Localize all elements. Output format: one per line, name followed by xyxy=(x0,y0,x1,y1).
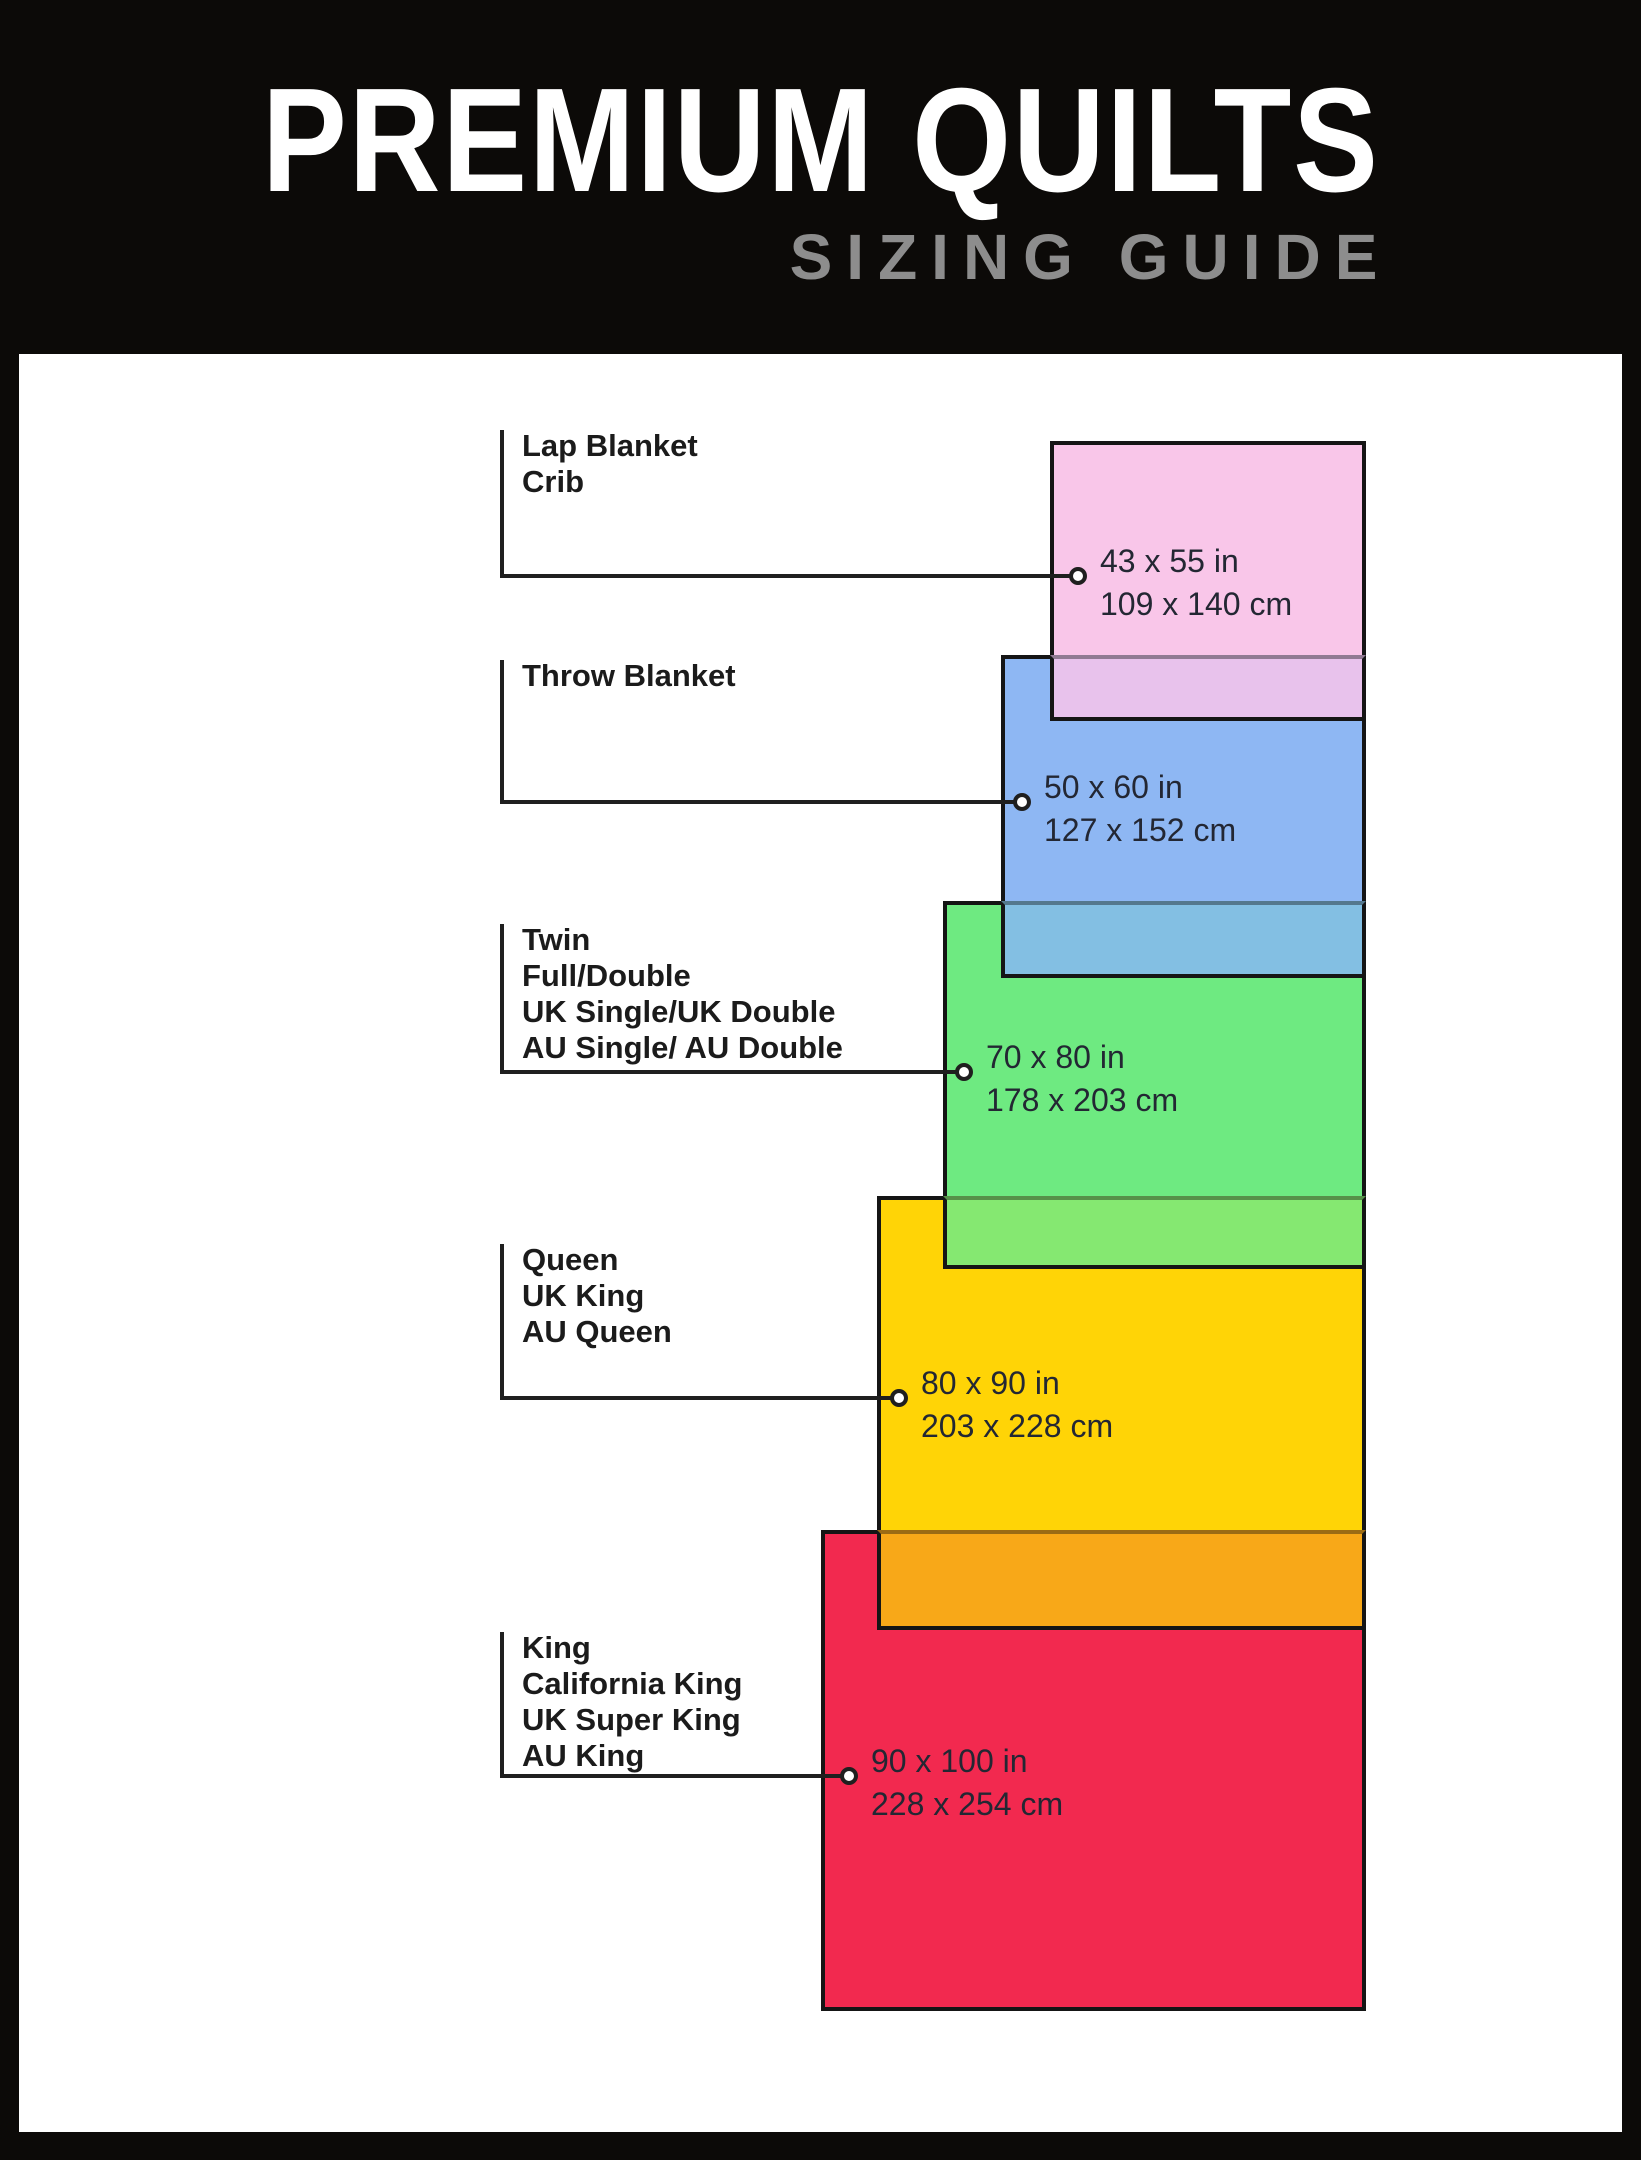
throw-connector-vertical xyxy=(500,660,504,802)
queen-connector-vertical xyxy=(500,1244,504,1398)
throw-connector-horizontal xyxy=(500,800,1022,804)
label-line: Lap Blanket xyxy=(522,428,698,463)
throw-over-twin-overlap xyxy=(1001,901,1366,978)
label-line: UK Single/UK Double xyxy=(522,994,836,1029)
queen-dimensions: 80 x 90 in 203 x 228 cm xyxy=(921,1362,1113,1448)
label-line: AU Single/ AU Double xyxy=(522,1030,843,1065)
king-label: King California King UK Super King AU Ki… xyxy=(522,1630,742,1774)
dimensions-cm: 203 x 228 cm xyxy=(921,1408,1114,1444)
lap-connector-vertical xyxy=(500,430,504,576)
twin-connector-vertical xyxy=(500,924,504,1072)
dimensions-inches: 80 x 90 in xyxy=(921,1365,1060,1401)
queen-connector-horizontal xyxy=(500,1396,899,1400)
dimensions-inches: 50 x 60 in xyxy=(1044,769,1183,805)
lap-blanket-dimensions: 43 x 55 in 109 x 140 cm xyxy=(1100,540,1292,626)
throw-blanket-label: Throw Blanket xyxy=(522,658,736,694)
size-chart-canvas: Lap Blanket Crib Throw Blanket Twin Full… xyxy=(19,354,1622,2132)
label-line: UK Super King xyxy=(522,1702,741,1737)
throw-blanket-dimensions: 50 x 60 in 127 x 152 cm xyxy=(1044,766,1236,852)
page-subtitle: SIZING GUIDE xyxy=(789,221,1392,293)
twin-over-queen-overlap xyxy=(943,1196,1366,1269)
twin-dimensions: 70 x 80 in 178 x 203 cm xyxy=(986,1036,1178,1122)
twin-connector-horizontal xyxy=(500,1070,964,1074)
label-line: Queen xyxy=(522,1242,619,1277)
label-line: Crib xyxy=(522,464,584,499)
lap-connector-dot-icon xyxy=(1069,567,1087,585)
lap-blanket-label: Lap Blanket Crib xyxy=(522,428,698,500)
dimensions-cm: 109 x 140 cm xyxy=(1100,586,1293,622)
label-line: Twin xyxy=(522,922,591,957)
queen-over-king-overlap xyxy=(877,1530,1366,1630)
dimensions-inches: 43 x 55 in xyxy=(1100,543,1239,579)
lap-connector-horizontal xyxy=(500,574,1078,578)
label-line: AU Queen xyxy=(522,1314,672,1349)
label-line: UK King xyxy=(522,1278,645,1313)
twin-label: Twin Full/Double UK Single/UK Double AU … xyxy=(522,922,843,1066)
dimensions-cm: 127 x 152 cm xyxy=(1044,812,1237,848)
twin-connector-dot-icon xyxy=(955,1063,973,1081)
label-line: Full/Double xyxy=(522,958,691,993)
label-line: California King xyxy=(522,1666,743,1701)
label-line: AU King xyxy=(522,1738,645,1773)
king-connector-dot-icon xyxy=(840,1767,858,1785)
label-line: Throw Blanket xyxy=(522,658,736,693)
dimensions-inches: 70 x 80 in xyxy=(986,1039,1125,1075)
queen-connector-dot-icon xyxy=(890,1389,908,1407)
page-title: PREMIUM QUILTS xyxy=(261,58,1380,223)
dimensions-cm: 178 x 203 cm xyxy=(986,1082,1179,1118)
king-connector-vertical xyxy=(500,1632,504,1776)
king-connector-horizontal xyxy=(500,1774,849,1778)
dimensions-cm: 228 x 254 cm xyxy=(871,1786,1064,1822)
king-dimensions: 90 x 100 in 228 x 254 cm xyxy=(871,1740,1063,1826)
label-line: King xyxy=(522,1630,591,1665)
header: PREMIUM QUILTS SIZING GUIDE xyxy=(0,0,1641,354)
queen-label: Queen UK King AU Queen xyxy=(522,1242,672,1350)
dimensions-inches: 90 x 100 in xyxy=(871,1743,1028,1779)
lap-over-throw-overlap xyxy=(1050,655,1366,721)
throw-connector-dot-icon xyxy=(1013,793,1031,811)
